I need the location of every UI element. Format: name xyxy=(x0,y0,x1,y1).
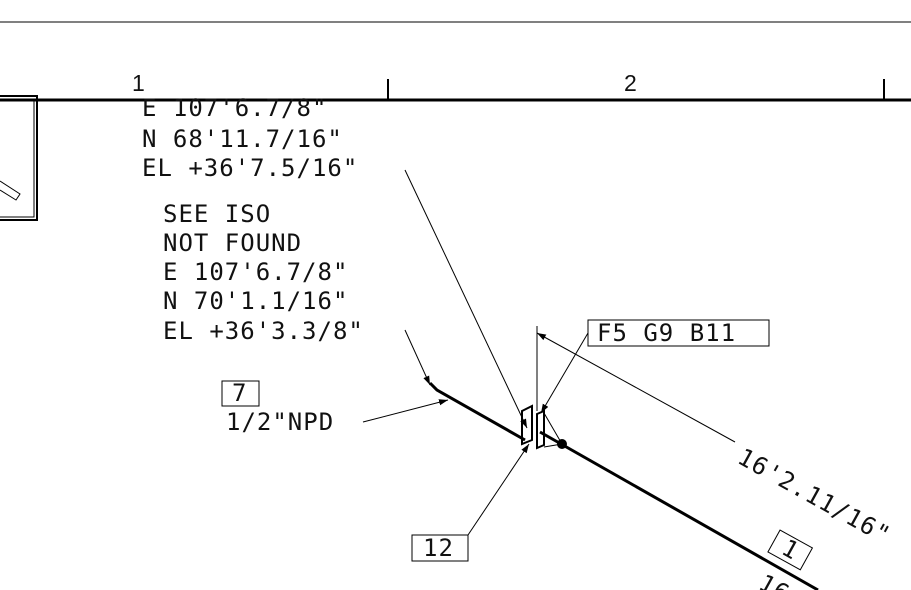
north-arrow-icon xyxy=(0,180,21,201)
pipe-upper xyxy=(428,381,526,442)
leader-12 xyxy=(467,443,530,536)
coord-iso-line-1: SEE ISO xyxy=(163,200,271,228)
dimension-label: 16'2.11/16" xyxy=(733,443,895,550)
tag-12: 12 xyxy=(423,534,454,562)
tag-box-1 xyxy=(767,529,814,571)
pipe-lower xyxy=(539,430,819,590)
leader-top-coord xyxy=(404,169,528,429)
coord-iso-line-4: N 70'1.1/16" xyxy=(163,287,348,315)
pipe-size-label: 1/2"NPD xyxy=(226,408,334,436)
grid-label-1: 1 xyxy=(132,70,145,96)
coord-iso-line-2: NOT FOUND xyxy=(163,229,302,257)
flange-symbol xyxy=(521,404,533,446)
north-symbol-frame-inner xyxy=(0,98,35,218)
flange-spec-label: F5 G9 B11 xyxy=(597,319,736,347)
leader-flange-spec xyxy=(540,332,589,414)
tag-1: 1 xyxy=(777,534,804,566)
gasket-symbol xyxy=(536,409,545,450)
coord-iso-line-3: E 107'6.7/8" xyxy=(163,258,348,286)
coord-top-line-1: E 107'6.7/8" xyxy=(142,94,327,122)
tag-7: 7 xyxy=(232,379,247,407)
coord-top-line-2: N 68'11.7/16" xyxy=(142,125,343,153)
coord-top-line-3: EL +36'7.5/16" xyxy=(142,154,358,182)
weld-point xyxy=(557,439,567,449)
dimension-line xyxy=(536,332,736,443)
tag-box-12 xyxy=(411,534,469,562)
north-symbol-frame xyxy=(0,95,38,221)
leader-pipe-size xyxy=(362,399,449,423)
coord-iso-line-5: EL +36'3.3/8" xyxy=(163,317,364,345)
grid-label-2: 2 xyxy=(624,70,637,96)
tag-box-7 xyxy=(221,380,260,407)
leader-iso-coord xyxy=(404,329,431,386)
